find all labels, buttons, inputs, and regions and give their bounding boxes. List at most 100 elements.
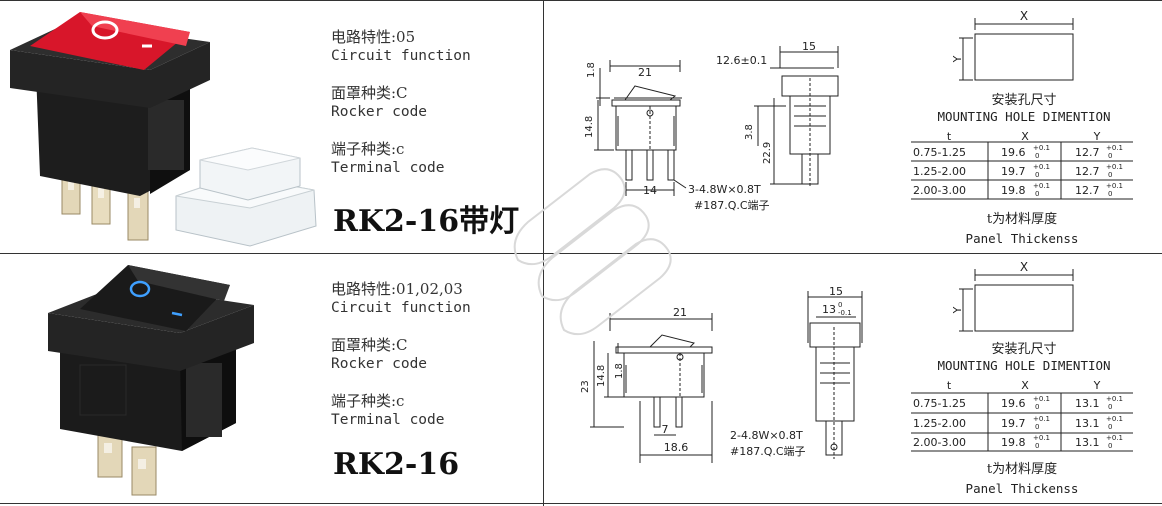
terminal-code-label: #187.Q.C端子 <box>694 199 770 212</box>
rocker-label-en: Rocker code <box>331 356 428 372</box>
mh-note-cn: t为材料厚度 <box>987 211 1057 227</box>
mh-row: 1.25-2.00 19.7 +0.1 0 13.1 +0.1 0 <box>913 415 1123 431</box>
technical-drawing-2: 21 7 18.6 23 14 <box>580 285 863 463</box>
mh-cell-x-tol-up: +0.1 <box>1033 415 1050 423</box>
technical-drawing-1: 21 14 1.8 14.8 <box>584 40 839 212</box>
side-width-label: 15 <box>829 285 843 298</box>
mh-cell-y-tol-dn: 0 <box>1108 423 1112 431</box>
side-width-label: 15 <box>802 40 816 53</box>
mh-cell-y: 13.1 <box>1075 397 1100 410</box>
dim-height-label: 14.8 <box>584 116 595 138</box>
mh-title-en: MOUNTING HOLE DIMENTION <box>937 109 1110 124</box>
mh-cell-y-tol-up: +0.1 <box>1106 415 1123 423</box>
mh-x-label: X <box>1020 260 1028 274</box>
mh-note-cn: t为材料厚度 <box>987 461 1057 477</box>
product-photo-standard-switch <box>48 265 254 496</box>
mh-cell-t: 0.75-1.25 <box>913 397 966 410</box>
side-inner-tol-dn: -0.1 <box>838 309 852 317</box>
spec-text-2: 电路特性:01,02,03 Circuit function 面罩种类:C Ro… <box>331 280 471 430</box>
rocker-label-cn: 面罩种类:C <box>331 84 408 102</box>
mh-cell-x-tol-up: +0.1 <box>1033 182 1050 190</box>
terminal-label-en: Terminal code <box>331 160 445 176</box>
dim-bottom-label: 14 <box>643 184 657 197</box>
mh-note-en: Panel Thickenss <box>966 481 1079 496</box>
mh-x-label: X <box>1020 9 1028 23</box>
mh-cell-x: 19.6 <box>1001 397 1026 410</box>
mh-header-t: t <box>947 379 952 392</box>
mh-row: 0.75-1.25 19.6 +0.1 0 13.1 +0.1 0 <box>913 395 1123 411</box>
circuit-label-en: Circuit function <box>331 48 471 64</box>
mh-cell-y: 12.7 <box>1075 146 1100 159</box>
terminal-code-label: #187.Q.C端子 <box>730 445 806 458</box>
mh-cell-x-tol-up: +0.1 <box>1033 144 1050 152</box>
dim-width-label: 21 <box>673 306 687 319</box>
mh-cell-x: 19.6 <box>1001 146 1026 159</box>
mh-cell-y-tol-up: +0.1 <box>1106 182 1123 190</box>
mh-cell-x-tol-dn: 0 <box>1035 423 1039 431</box>
mh-cell-y-tol-dn: 0 <box>1108 190 1112 198</box>
mh-row: 2.00-3.00 19.8 +0.1 0 13.1 +0.1 0 <box>913 434 1123 450</box>
mh-cell-y-tol-dn: 0 <box>1108 442 1112 450</box>
mh-cell-y-tol-up: +0.1 <box>1106 434 1123 442</box>
spec-text-1: 电路特性:05 Circuit function 面罩种类:C Rocker c… <box>331 28 471 178</box>
mh-cell-x-tol-dn: 0 <box>1035 442 1039 450</box>
mh-cell-x: 19.8 <box>1001 184 1026 197</box>
mh-cell-y-tol-dn: 0 <box>1108 403 1112 411</box>
mh-cell-x-tol-up: +0.1 <box>1033 434 1050 442</box>
mh-cell-x-tol-up: +0.1 <box>1033 395 1050 403</box>
mh-cell-x: 19.7 <box>1001 417 1026 430</box>
terminal-label-en: Terminal code <box>331 412 445 428</box>
mh-cell-x: 19.7 <box>1001 165 1026 178</box>
dim-height-label: 14.8 <box>596 365 607 387</box>
mh-note-en: Panel Thickenss <box>966 231 1079 246</box>
front-view: 21 14 1.8 14.8 <box>584 60 770 212</box>
mh-cell-x: 19.8 <box>1001 436 1026 449</box>
mh-row: 2.00-3.00 19.8 +0.1 0 12.7 +0.1 0 <box>913 182 1123 198</box>
mh-cell-x-tol-dn: 0 <box>1035 403 1039 411</box>
mh-cell-x-tol-dn: 0 <box>1035 152 1039 160</box>
mh-header-y: Y <box>1093 379 1101 392</box>
dim-bottom-label: 18.6 <box>664 441 689 454</box>
mh-y-label: Y <box>951 55 964 63</box>
model-name: RK2-16 <box>333 447 460 482</box>
grid-bottom-border <box>0 503 1162 504</box>
rocker-label-cn: 面罩种类:C <box>331 336 408 354</box>
front-view: 21 7 18.6 23 14 <box>580 306 806 463</box>
dim-top-label: 1.8 <box>614 363 625 379</box>
product-row-2: 电路特性:01,02,03 Circuit function 面罩种类:C Ro… <box>0 253 1162 506</box>
mh-cell-y-tol-up: +0.1 <box>1106 163 1123 171</box>
mh-cell-y-tol-up: +0.1 <box>1106 395 1123 403</box>
side-inner-tol-up: 0 <box>838 301 842 309</box>
mh-cell-x-tol-dn: 0 <box>1035 190 1039 198</box>
mh-cell-y-tol-dn: 0 <box>1108 152 1112 160</box>
circuit-label-cn: 电路特性:01,02,03 <box>331 280 463 298</box>
mounting-hole-table-1: X Y 安装孔尺寸 MOUNTING HOLE DIMENTION t X Y … <box>911 9 1133 246</box>
mh-row: 1.25-2.00 19.7 +0.1 0 12.7 +0.1 0 <box>913 163 1123 179</box>
side-view: 15 13 0 -0.1 <box>807 285 863 459</box>
mounting-hole-table-2: X Y 安装孔尺寸 MOUNTING HOLE DIMENTION t X Y … <box>911 260 1133 496</box>
mh-cell-y: 13.1 <box>1075 436 1100 449</box>
model-name: RK2-16带灯 <box>333 204 520 239</box>
grid-top-border <box>0 0 1162 1</box>
circuit-label-en: Circuit function <box>331 300 471 316</box>
dim-pin-label: 7 <box>662 423 669 436</box>
terminal-pins <box>97 432 157 496</box>
mh-cell-t: 1.25-2.00 <box>913 165 966 178</box>
side-view: 15 12.6±0.1 3.8 22.9 <box>716 40 839 188</box>
mh-cell-y-tol-dn: 0 <box>1108 171 1112 179</box>
mh-title-en: MOUNTING HOLE DIMENTION <box>937 358 1110 373</box>
mh-header-x: X <box>1021 379 1029 392</box>
mh-cell-y: 12.7 <box>1075 184 1100 197</box>
product-row-1: 电路特性:05 Circuit function 面罩种类:C Rocker c… <box>10 9 1133 247</box>
mh-header-y: Y <box>1093 130 1101 143</box>
mh-cell-t: 2.00-3.00 <box>913 436 966 449</box>
watermark-logo <box>513 168 672 336</box>
side-dim-b-label: 22.9 <box>762 142 773 164</box>
side-inner-label: 13 <box>822 303 836 316</box>
mh-y-label: Y <box>951 306 964 314</box>
terminal-label-cn: 端子种类:c <box>331 140 405 158</box>
mh-header-t: t <box>947 130 952 143</box>
transparent-cover <box>175 147 317 247</box>
housing-markings <box>79 364 127 416</box>
